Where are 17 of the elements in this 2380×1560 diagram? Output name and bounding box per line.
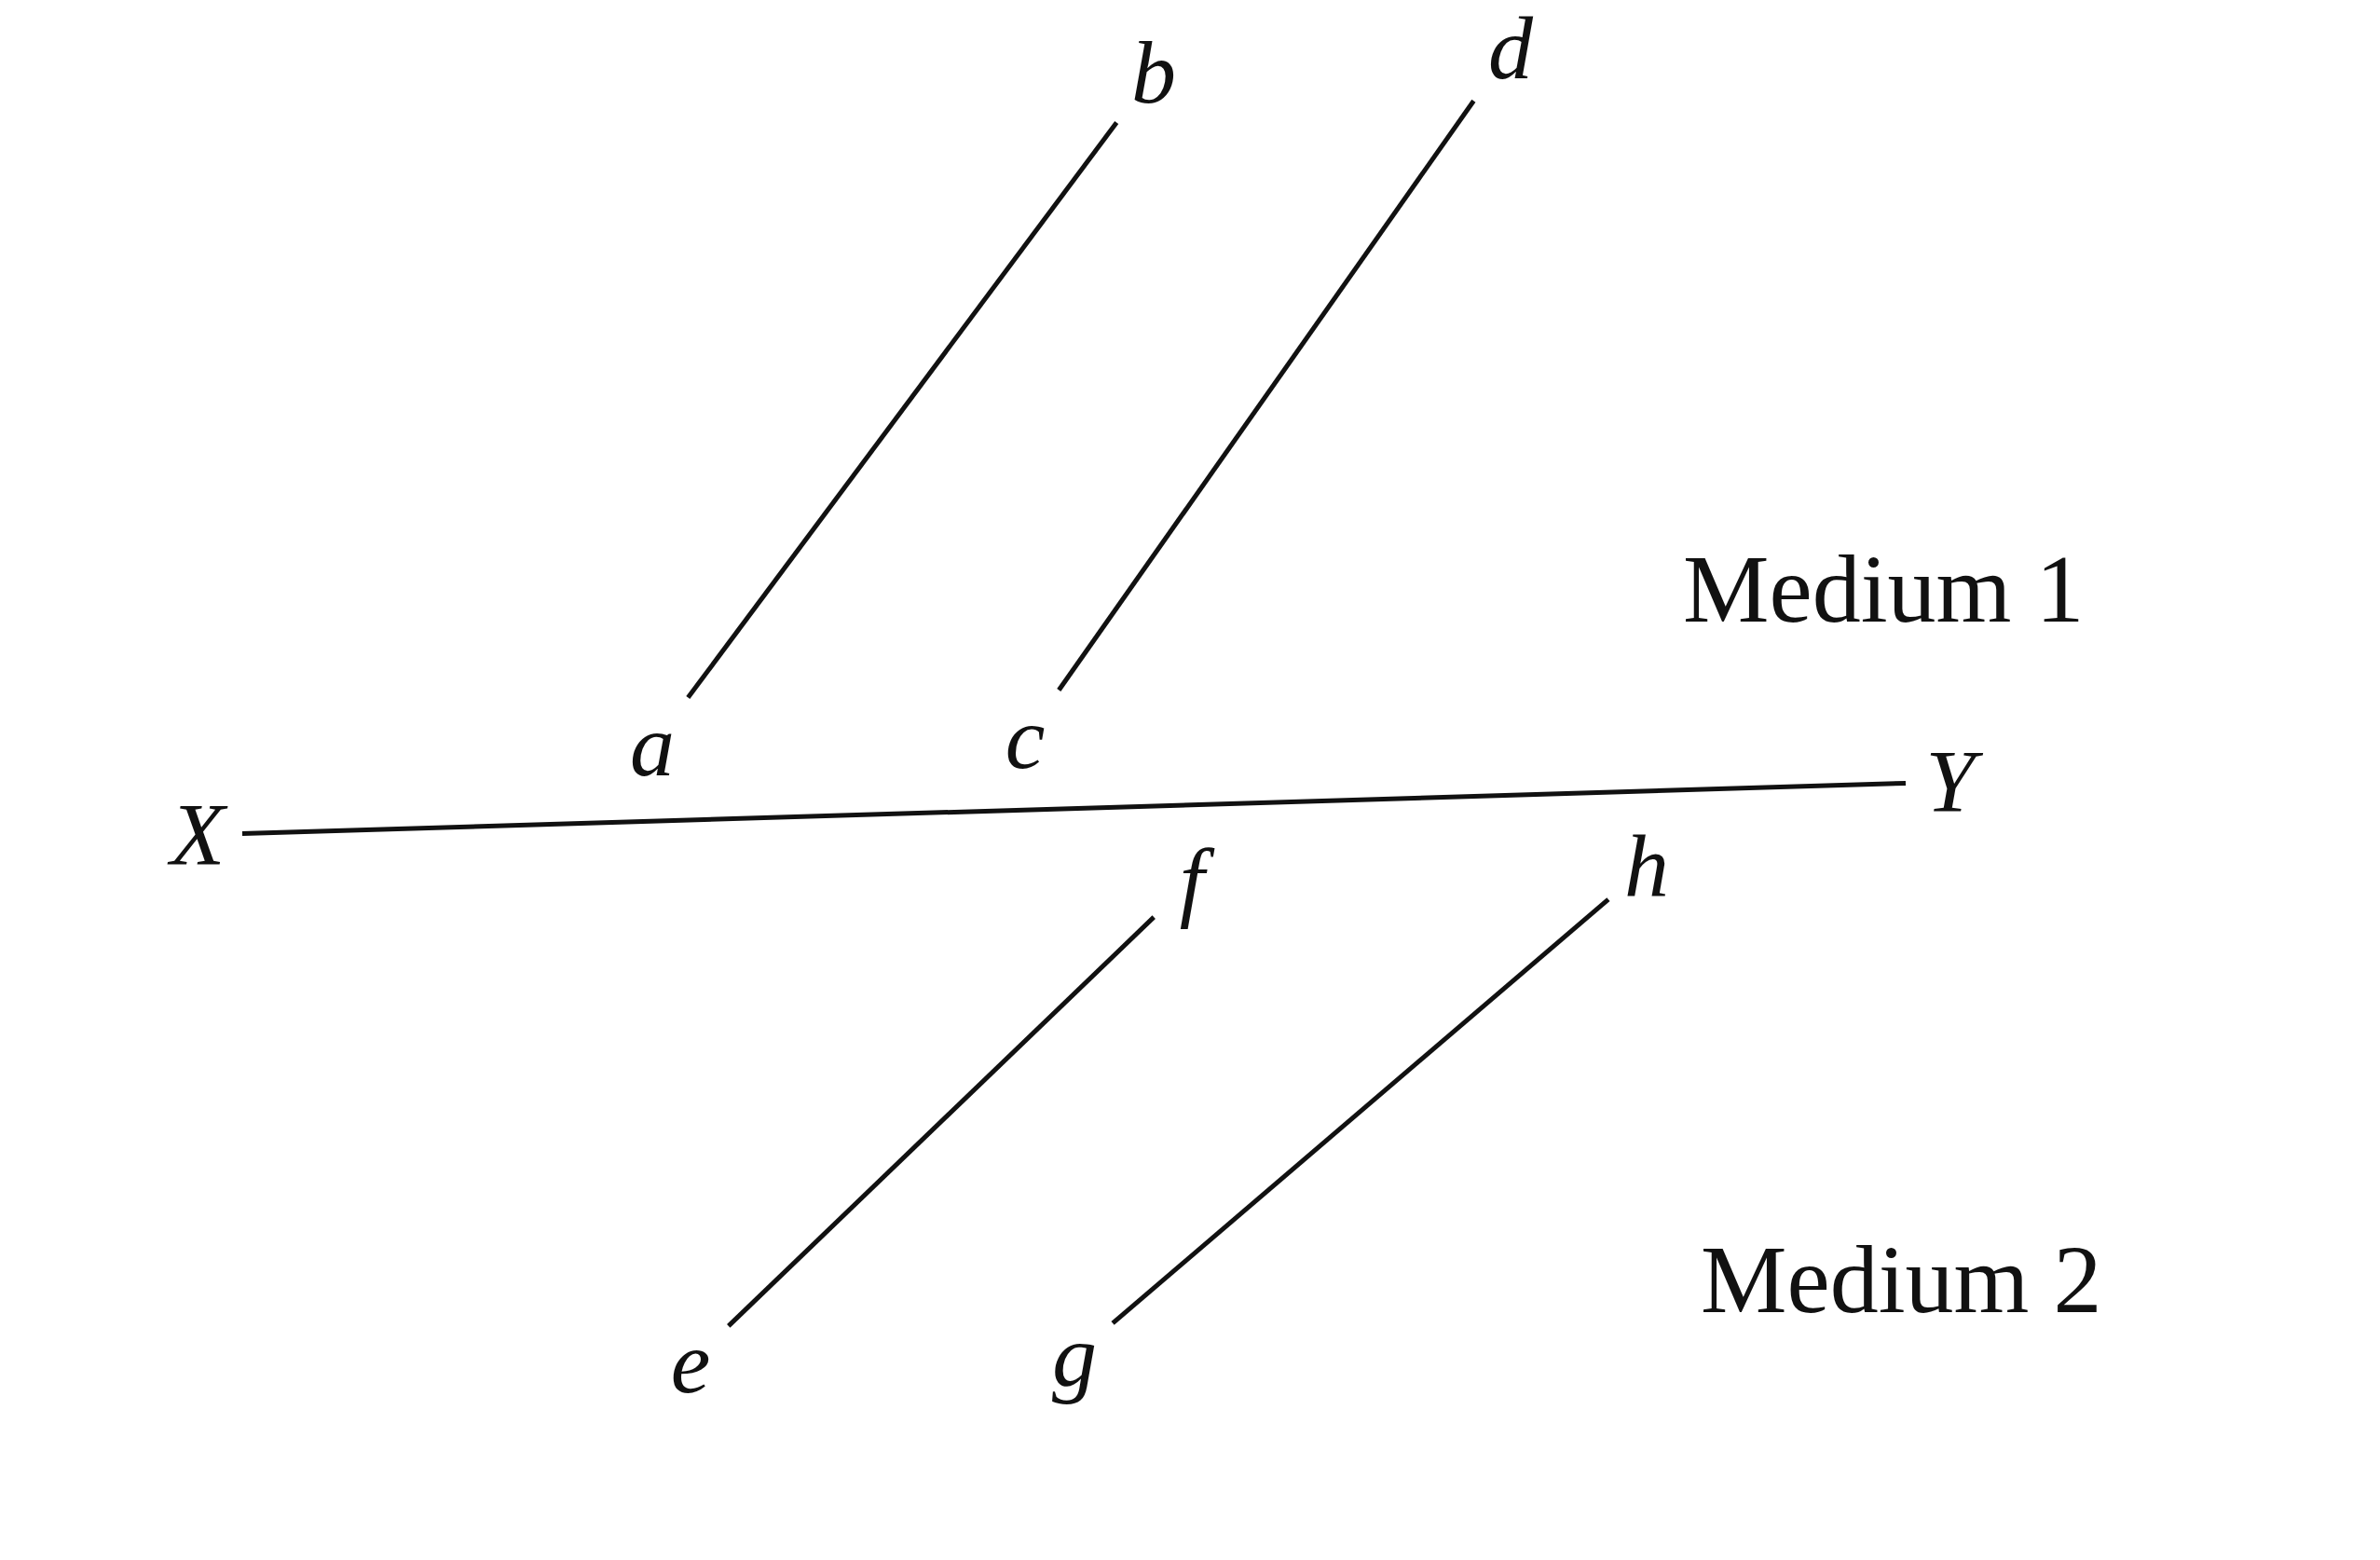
point-letter: X [160, 788, 235, 882]
interface-line [241, 780, 1907, 837]
point-letter: f [1159, 834, 1224, 927]
point-letter: h [1614, 820, 1679, 913]
medium-label: Medium 1 [1683, 541, 2085, 637]
point-letter: Y [1913, 735, 1988, 828]
point-letter: g [1042, 1309, 1107, 1403]
ray-line [1057, 99, 1476, 691]
point-letter: e [658, 1321, 723, 1404]
point-letter: d [1478, 2, 1543, 95]
point-letter: c [992, 696, 1058, 780]
point-letter: b [1121, 26, 1186, 119]
point-letter: a [620, 704, 685, 787]
ray-line [1111, 897, 1610, 1325]
ray-line [686, 120, 1119, 700]
ray-line [727, 915, 1156, 1328]
medium-label: Medium 2 [1701, 1231, 2102, 1328]
